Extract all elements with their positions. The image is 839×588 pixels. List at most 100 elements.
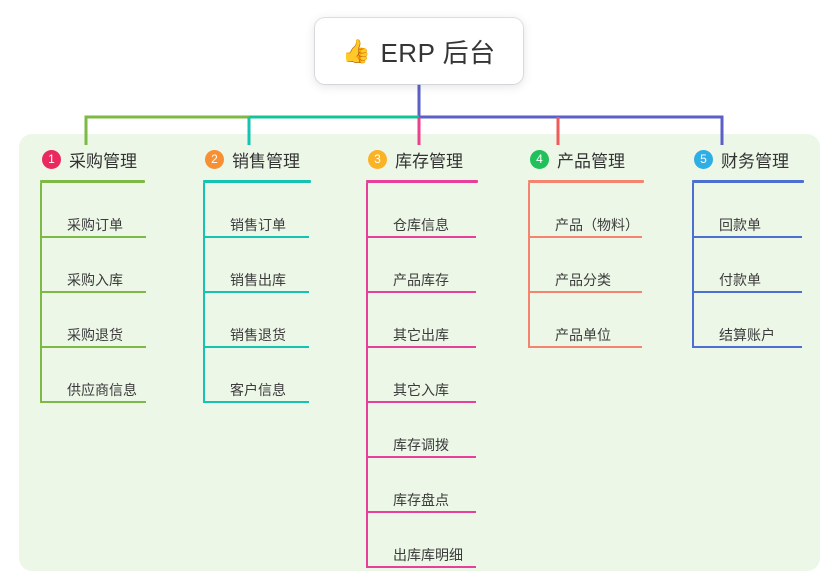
leaf-item[interactable]: 其它出库 <box>366 293 478 348</box>
leaf-item-rule <box>366 401 476 403</box>
column-items-1: 采购订单采购入库采购退货供应商信息 <box>40 183 146 403</box>
column-rule-1 <box>40 180 145 183</box>
column-title-1: 采购管理 <box>69 151 137 171</box>
column-title-4: 产品管理 <box>557 151 625 171</box>
leaf-item-rule <box>40 401 146 403</box>
leaf-item-label: 客户信息 <box>230 382 286 398</box>
leaf-item-rule <box>366 566 476 568</box>
leaf-item[interactable]: 客户信息 <box>203 348 311 403</box>
leaf-item[interactable]: 付款单 <box>692 238 804 293</box>
leaf-item-label: 产品库存 <box>393 272 449 288</box>
column-header-1[interactable]: 1 采购管理 <box>40 146 145 172</box>
leaf-item-label: 销售出库 <box>230 272 286 288</box>
leaf-item-label: 付款单 <box>719 272 761 288</box>
leaf-item-label: 回款单 <box>719 217 761 233</box>
column-2: 2 销售管理销售订单销售出库销售退货客户信息 <box>203 146 311 403</box>
column-spine-2 <box>203 183 205 403</box>
column-header-2[interactable]: 2 销售管理 <box>203 146 311 172</box>
leaf-item[interactable]: 采购退货 <box>40 293 146 348</box>
leaf-item[interactable]: 库存盘点 <box>366 458 478 513</box>
leaf-item[interactable]: 采购入库 <box>40 238 146 293</box>
leaf-item-rule <box>203 291 309 293</box>
leaf-item[interactable]: 销售订单 <box>203 183 311 238</box>
column-title-2: 销售管理 <box>232 151 300 171</box>
leaf-item-label: 销售订单 <box>230 217 286 233</box>
column-title-3: 库存管理 <box>395 151 463 171</box>
leaf-item[interactable]: 回款单 <box>692 183 804 238</box>
root-node[interactable]: 👍 ERP 后台 <box>315 18 523 84</box>
column-3: 3 库存管理仓库信息产品库存其它出库其它入库库存调拨库存盘点出库库明细 <box>366 146 478 568</box>
leaf-item-label: 仓库信息 <box>393 217 449 233</box>
column-badge-2: 2 <box>205 149 224 169</box>
leaf-item[interactable]: 销售退货 <box>203 293 311 348</box>
column-spine-3 <box>366 183 368 568</box>
leaf-item[interactable]: 产品库存 <box>366 238 478 293</box>
leaf-item-label: 库存调拨 <box>393 437 449 453</box>
column-header-3[interactable]: 3 库存管理 <box>366 146 478 172</box>
column-rule-2 <box>203 180 311 183</box>
leaf-item-label: 采购订单 <box>67 217 123 233</box>
leaf-item-rule <box>203 346 309 348</box>
leaf-item-rule <box>366 236 476 238</box>
leaf-item-label: 其它入库 <box>393 382 449 398</box>
diagram-panel <box>19 134 820 571</box>
column-badge-3: 3 <box>368 149 387 169</box>
column-spine-5 <box>692 183 694 348</box>
column-rule-5 <box>692 180 804 183</box>
leaf-item[interactable]: 产品单位 <box>528 293 644 348</box>
leaf-item-label: 结算账户 <box>719 327 775 343</box>
column-badge-1: 1 <box>42 149 61 169</box>
leaf-item[interactable]: 其它入库 <box>366 348 478 403</box>
leaf-item-rule <box>366 346 476 348</box>
leaf-item-rule <box>203 236 309 238</box>
leaf-item-label: 产品分类 <box>555 272 611 288</box>
leaf-item[interactable]: 产品分类 <box>528 238 644 293</box>
column-rule-3 <box>366 180 478 183</box>
leaf-item-rule <box>40 236 146 238</box>
column-badge-5: 5 <box>694 149 713 169</box>
leaf-item-rule <box>40 291 146 293</box>
leaf-item-rule <box>528 346 642 348</box>
leaf-item[interactable]: 结算账户 <box>692 293 804 348</box>
leaf-item[interactable]: 产品（物料） <box>528 183 644 238</box>
column-spine-1 <box>40 183 42 403</box>
root-title: 👍 ERP 后台 <box>342 33 495 70</box>
column-1: 1 采购管理采购订单采购入库采购退货供应商信息 <box>40 146 146 403</box>
leaf-item[interactable]: 销售出库 <box>203 238 311 293</box>
column-spine-4 <box>528 183 530 348</box>
leaf-item-rule <box>366 291 476 293</box>
leaf-item-rule <box>692 291 802 293</box>
leaf-item-label: 出库库明细 <box>393 547 463 563</box>
column-rule-4 <box>528 180 644 183</box>
leaf-item-rule <box>366 456 476 458</box>
leaf-item[interactable]: 库存调拨 <box>366 403 478 458</box>
leaf-item[interactable]: 出库库明细 <box>366 513 478 568</box>
leaf-item-rule <box>40 346 146 348</box>
leaf-item[interactable]: 供应商信息 <box>40 348 146 403</box>
leaf-item-rule <box>366 511 476 513</box>
leaf-item[interactable]: 采购订单 <box>40 183 146 238</box>
leaf-item-label: 其它出库 <box>393 327 449 343</box>
column-items-5: 回款单付款单结算账户 <box>692 183 804 348</box>
column-items-3: 仓库信息产品库存其它出库其它入库库存调拨库存盘点出库库明细 <box>366 183 478 568</box>
root-title-text: ERP 后台 <box>380 37 496 68</box>
leaf-item-label: 产品（物料） <box>555 217 639 233</box>
column-items-2: 销售订单销售出库销售退货客户信息 <box>203 183 311 403</box>
leaf-item-label: 采购退货 <box>67 327 123 343</box>
leaf-item-rule <box>528 291 642 293</box>
leaf-item-rule <box>692 346 802 348</box>
leaf-item-rule <box>692 236 802 238</box>
leaf-item-label: 库存盘点 <box>393 492 449 508</box>
leaf-item-rule <box>203 401 309 403</box>
leaf-item[interactable]: 仓库信息 <box>366 183 478 238</box>
leaf-item-label: 销售退货 <box>230 327 286 343</box>
thumbs-up-icon: 👍 <box>342 37 372 64</box>
leaf-item-rule <box>528 236 642 238</box>
column-items-4: 产品（物料） 产品分类产品单位 <box>528 183 644 348</box>
leaf-item-label: 供应商信息 <box>67 382 137 398</box>
